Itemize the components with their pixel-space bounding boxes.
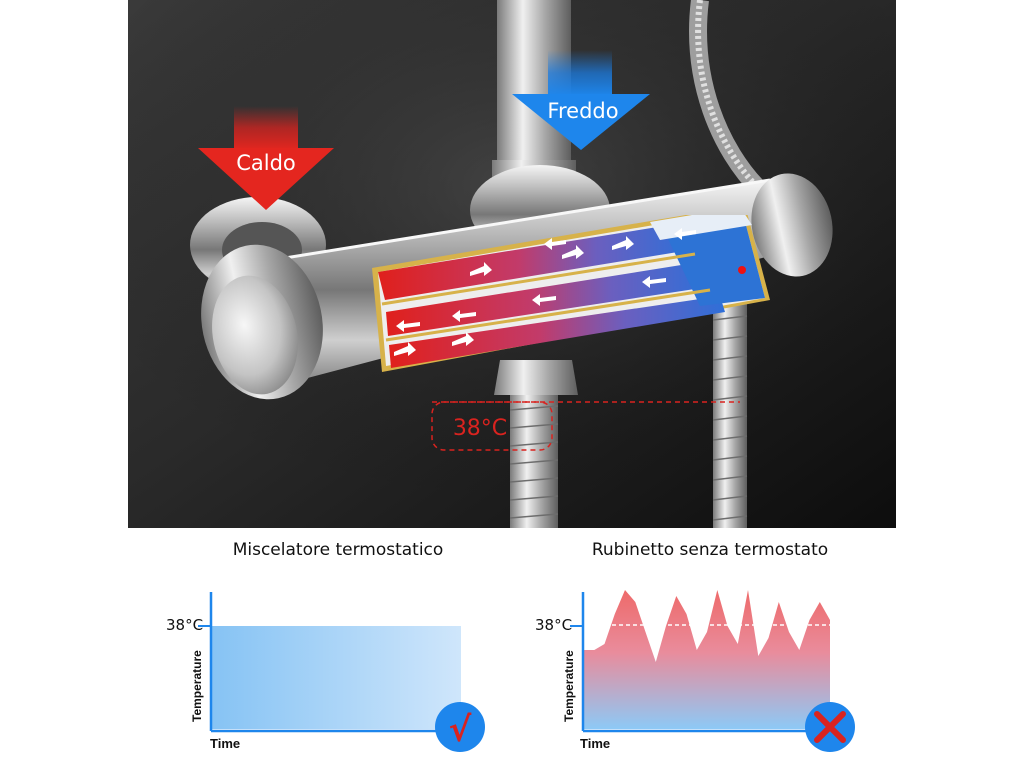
y-axis-title-right: Temperature — [562, 650, 576, 722]
fluctuating-temperature-area — [584, 590, 830, 729]
product-photo — [128, 0, 896, 528]
cross-icon — [805, 702, 855, 752]
outlet-nut — [494, 360, 578, 395]
chart-no-thermostat — [570, 590, 855, 752]
reference-label-left: 38°C — [166, 616, 204, 634]
hot-water-label: Caldo — [236, 151, 296, 175]
chart-title-right: Rubinetto senza termostato — [591, 540, 829, 560]
temperature-callout — [431, 401, 740, 451]
flow-arrows — [394, 228, 696, 356]
hot-water-arrow — [198, 106, 334, 210]
x-axis-title-left: Time — [210, 736, 241, 751]
svg-text:√: √ — [449, 710, 472, 750]
x-axis-title-right: Time — [580, 736, 611, 751]
chart-title-left: Miscelatore termostatico — [232, 540, 444, 560]
reference-label-right: 38°C — [535, 616, 573, 634]
flow-knob — [751, 173, 833, 277]
shower-hose — [689, 0, 767, 528]
cold-water-label: Freddo — [547, 99, 618, 123]
temperature-callout-value: 38°C — [453, 416, 507, 441]
check-icon: √ — [435, 702, 485, 752]
constant-temperature-area — [212, 626, 461, 729]
cutaway-view — [372, 215, 770, 372]
cold-water-arrow — [512, 50, 650, 150]
chart-thermostatic: √ — [198, 592, 485, 752]
y-axis-title-left: Temperature — [190, 650, 204, 722]
